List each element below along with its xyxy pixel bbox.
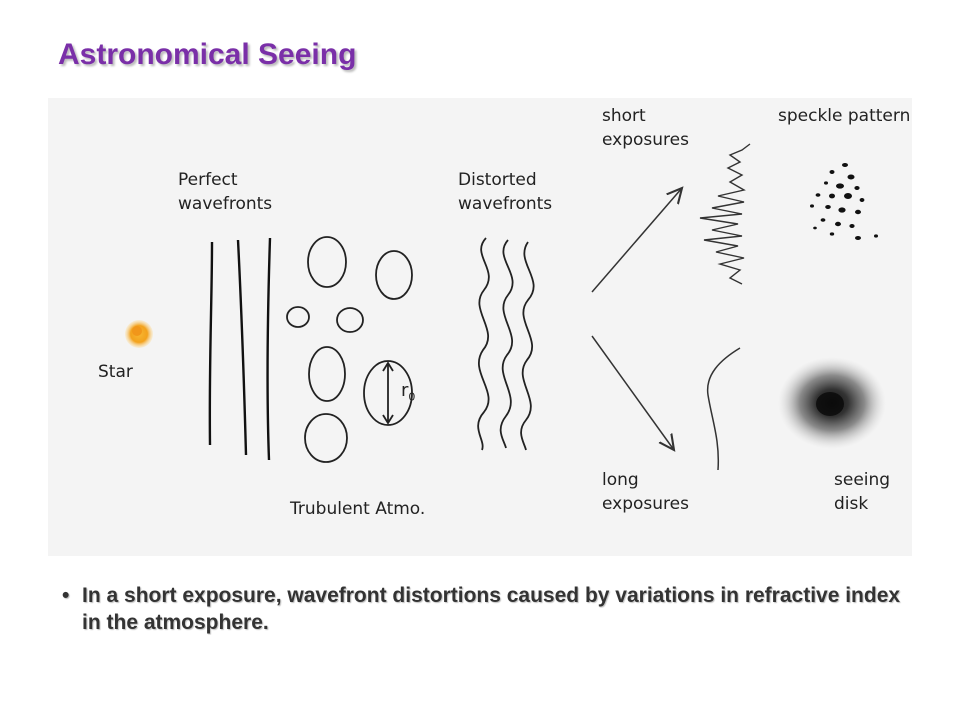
short-exposure-arrow [591, 188, 682, 293]
long-exposure-arrow [591, 335, 674, 450]
speckle-pattern [810, 163, 878, 240]
short-exposure-profile [699, 143, 751, 285]
turbulent-atmosphere-label: Trubulent Atmo. [290, 499, 426, 519]
bullet-text: In a short exposure, wavefront distortio… [82, 584, 901, 634]
distorted-wavefronts-label: Distorted wavefronts [458, 170, 553, 214]
star-label: Star [98, 362, 133, 382]
perfect-wavefronts-label: Perfect wavefronts [178, 170, 273, 214]
long-exposure-profile [706, 347, 741, 471]
long-exposures-label: long exposures [602, 470, 689, 514]
turbulent-cells [286, 236, 413, 463]
bullet-icon: • [62, 584, 70, 607]
page-title: Astronomical Seeing [58, 38, 357, 71]
bullet-point: • In a short exposure, wavefront distort… [62, 582, 922, 636]
perfect-wavefronts-lines [208, 237, 272, 461]
diagram-panel [48, 98, 912, 556]
distorted-wavefronts-lines [477, 237, 535, 451]
star-icon [125, 320, 153, 348]
short-exposures-label: short exposures [602, 106, 689, 150]
r0-label: r0 [401, 380, 416, 404]
seeing-disk-blob [778, 357, 886, 449]
speckle-pattern-label: speckle pattern [778, 106, 911, 126]
seeing-disk-label: seeing disk [834, 470, 891, 514]
